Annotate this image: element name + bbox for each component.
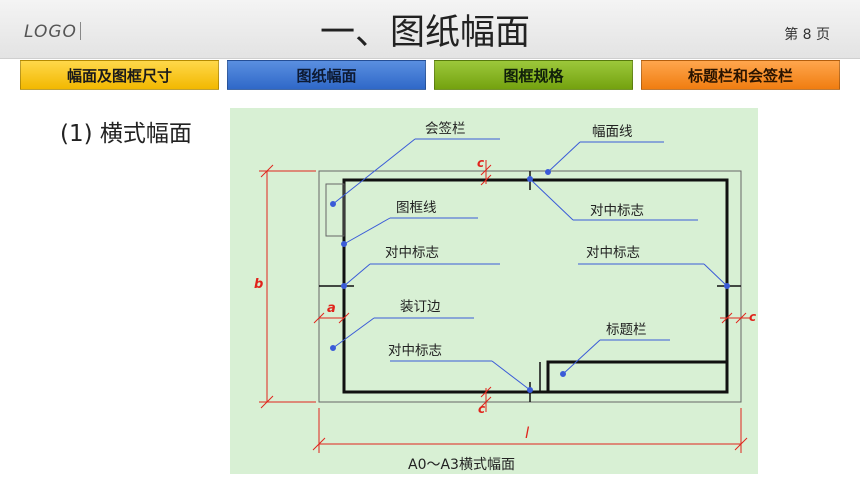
tab-frame-spec[interactable]: 图框规格 [434, 60, 633, 90]
logo-divider [80, 22, 81, 40]
figure-caption: A0～A3横式幅面 [408, 457, 515, 473]
dim-c-top-label: c [477, 156, 484, 170]
label-sheet-line: 幅面线 [592, 124, 633, 140]
sheet-outline [318, 170, 742, 403]
slide-header: LOGO 一、图纸幅面 第 8 页 [0, 0, 860, 59]
label-center-mark-right: 对中标志 [586, 245, 640, 261]
countersign-box [325, 183, 345, 237]
drawing-figure: b a c c c l 会签栏 幅面线 图框线 对中标志 对中标志 对中标志 装… [230, 108, 758, 474]
label-center-mark-top: 对中标志 [590, 203, 644, 219]
drawing-diagram: b a c c c l 会签栏 幅面线 图框线 对中标志 对中标志 对中标志 装… [254, 120, 756, 473]
dim-c-bottom-label: c [478, 402, 485, 416]
label-frame-line: 图框线 [396, 200, 437, 216]
tab-title-block[interactable]: 标题栏和会签栏 [641, 60, 840, 90]
label-center-mark-bottom: 对中标志 [388, 343, 442, 359]
tab-sheet-size[interactable]: 图纸幅面 [227, 60, 426, 90]
subtitle: (1) 横式幅面 [60, 121, 192, 147]
tab-size-and-frame[interactable]: 幅面及图框尺寸 [20, 60, 219, 90]
dim-b-label: b [254, 277, 263, 292]
slide-title: 一、图纸幅面 [319, 13, 530, 53]
figure-labels: 会签栏 幅面线 图框线 对中标志 对中标志 对中标志 装订边 标题栏 对中标志 … [385, 120, 647, 473]
title-block-lines [546, 360, 727, 392]
dim-c-right-label: c [749, 310, 756, 324]
label-title-block: 标题栏 [606, 322, 647, 338]
leader-lines [330, 138, 730, 393]
label-countersign: 会签栏 [425, 120, 466, 137]
dimension-lines [259, 160, 750, 453]
dim-a-label: a [327, 301, 336, 316]
label-binding-edge: 装订边 [400, 299, 441, 315]
page-number: 第 8 页 [784, 27, 830, 43]
section-tabs: 幅面及图框尺寸 图纸幅面 图框规格 标题栏和会签栏 [20, 60, 840, 90]
label-center-mark-left: 对中标志 [385, 245, 439, 261]
logo: LOGO [24, 22, 77, 42]
dim-l-label: l [525, 424, 530, 442]
